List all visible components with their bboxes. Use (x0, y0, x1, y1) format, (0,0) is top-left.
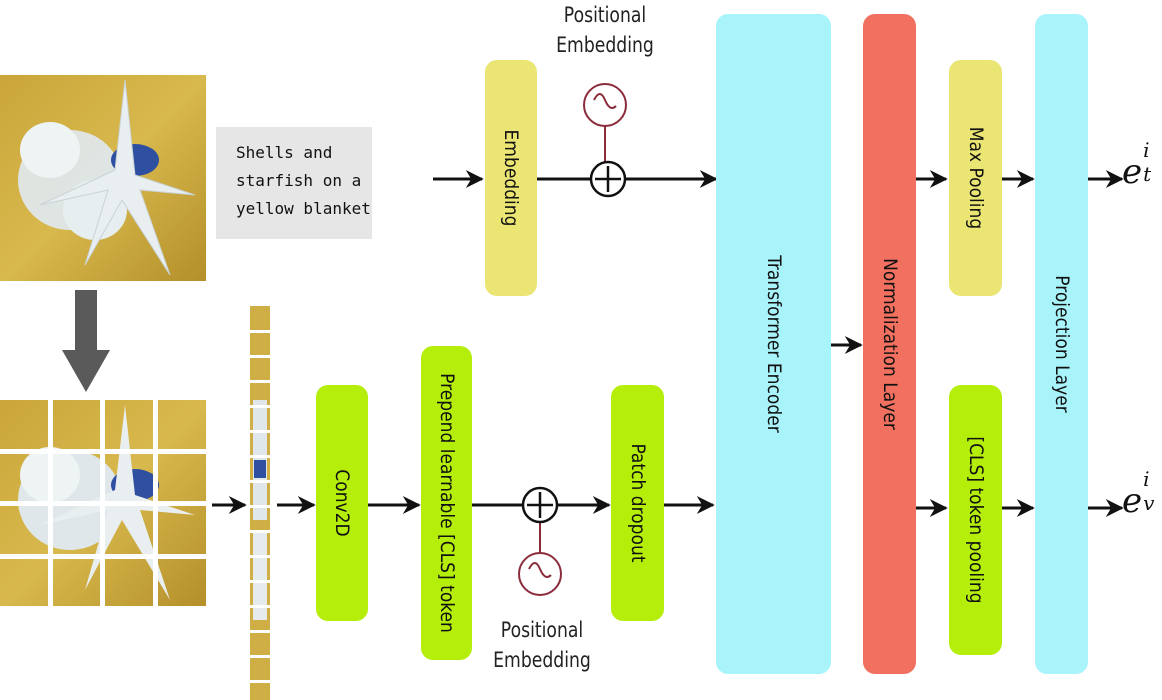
prepend-cls-label: Prepend learnable [CLS] token (435, 373, 458, 633)
patch-grid (0, 400, 206, 606)
positional-embedding-label-bottom: Positional Embedding (493, 618, 591, 672)
transformer-encoder-label: Transformer Encoder (762, 255, 785, 433)
projection-layer-label: Projection Layer (1050, 275, 1073, 413)
patch-sequence (248, 306, 272, 700)
normalization-layer-label: Normalization Layer (878, 258, 901, 430)
source-image (0, 75, 206, 281)
max-pooling-block: Max Pooling (949, 60, 1002, 296)
embedding-block: Embedding (485, 60, 537, 296)
add-operator-bottom (521, 486, 559, 524)
text-caption: Shells and starfish on a yellow blanket (216, 127, 372, 239)
patch-dropout-label: Patch dropout (626, 443, 649, 563)
max-pooling-label: Max Pooling (964, 126, 987, 230)
add-operator-top (589, 160, 627, 198)
patch-dropout-block: Patch dropout (611, 385, 664, 621)
conv2d-label: Conv2D (331, 469, 353, 537)
cls-token-pooling-block: [CLS] token pooling (949, 385, 1002, 655)
connectors (212, 125, 1124, 552)
positional-embedding-icon-top (583, 83, 627, 127)
projection-layer-block: Projection Layer (1035, 14, 1088, 674)
positional-embedding-icon-bottom (518, 552, 562, 596)
split-arrow (62, 290, 110, 392)
cls-token-pooling-label: [CLS] token pooling (964, 436, 987, 604)
prepend-cls-block: Prepend learnable [CLS] token (421, 346, 472, 660)
conv2d-block: Conv2D (316, 385, 368, 621)
positional-embedding-label-top: Positional Embedding (556, 3, 654, 57)
normalization-layer-block: Normalization Layer (863, 14, 916, 674)
transformer-encoder-block: Transformer Encoder (716, 14, 831, 674)
embedding-label: Embedding (500, 129, 522, 227)
